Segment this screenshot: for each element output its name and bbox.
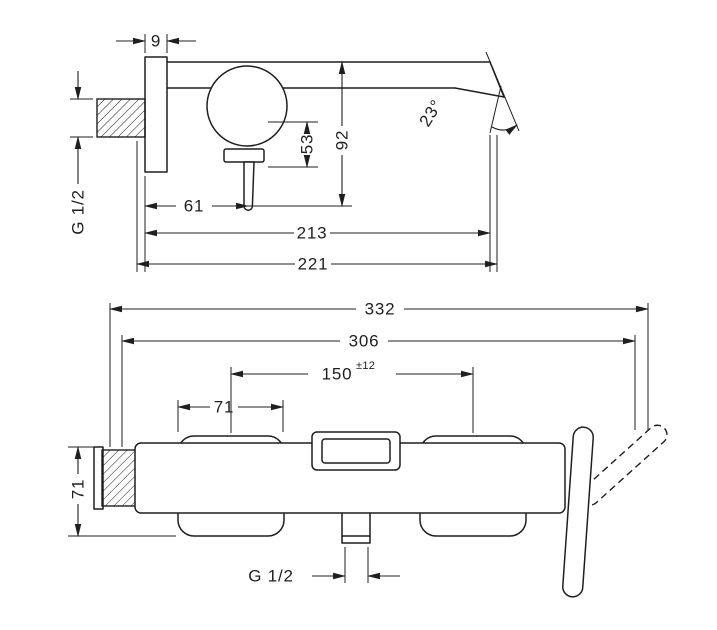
dim-label-spout-angle: 23° xyxy=(415,96,446,130)
dim-label-spout-reach: 213 xyxy=(297,224,328,243)
side-view-drawing: 23° 9 G 1/2 61 xyxy=(69,32,520,274)
mixer-body xyxy=(206,65,288,147)
dimension-wall-to-handle: 61 xyxy=(143,176,352,272)
dimension-spout-drop: 92 xyxy=(333,60,352,208)
dimension-overall-reach: 221 xyxy=(135,135,499,274)
inlet-pipe-front xyxy=(101,449,137,507)
dimension-inlet-thread: G 1/2 xyxy=(69,71,93,235)
inlet-pipe xyxy=(96,98,146,138)
dim-label-outlet-thread: G 1/2 xyxy=(248,567,294,586)
front-view-drawing: 332 306 150 ±12 71 xyxy=(68,300,668,598)
handle-lever-front xyxy=(562,426,594,598)
dim-label-inlet-thread: G 1/2 xyxy=(69,189,88,235)
dim-label-overall-width: 332 xyxy=(365,300,396,319)
dim-label-escutcheon-width: 71 xyxy=(214,398,235,417)
dimension-body-height: 71 xyxy=(68,445,176,538)
dimension-wall-centers: 150 ±12 xyxy=(229,360,475,433)
dimension-handle-drop: 53 xyxy=(268,120,318,169)
dim-label-wall-to-handle: 61 xyxy=(184,197,205,216)
handle-lever-side xyxy=(223,148,265,211)
wall-plate xyxy=(144,56,168,173)
dimension-overall-width: 332 xyxy=(108,300,650,447)
diverter-plate xyxy=(311,431,401,471)
dim-label-spout-drop: 92 xyxy=(333,130,352,151)
outlet-stub xyxy=(341,512,371,544)
dim-label-body-width: 306 xyxy=(349,332,380,351)
dim-label-handle-drop: 53 xyxy=(298,134,317,155)
dimension-spout-reach: 213 xyxy=(143,135,492,272)
dim-label-wall-centers-tolerance: ±12 xyxy=(356,360,375,372)
dim-label-overall-reach: 221 xyxy=(298,255,329,274)
dim-label-body-height: 71 xyxy=(69,479,88,500)
dim-label-wall-centers: 150 xyxy=(322,365,353,384)
dimension-plate-depth: 9 xyxy=(116,32,196,53)
dimension-spout-angle: 23° xyxy=(415,51,520,135)
dimension-escutcheon-width: 71 xyxy=(176,398,285,432)
dimension-body-width: 306 xyxy=(120,332,637,447)
dim-label-plate-depth: 9 xyxy=(151,32,161,51)
dimension-outlet-thread: G 1/2 xyxy=(248,547,400,586)
